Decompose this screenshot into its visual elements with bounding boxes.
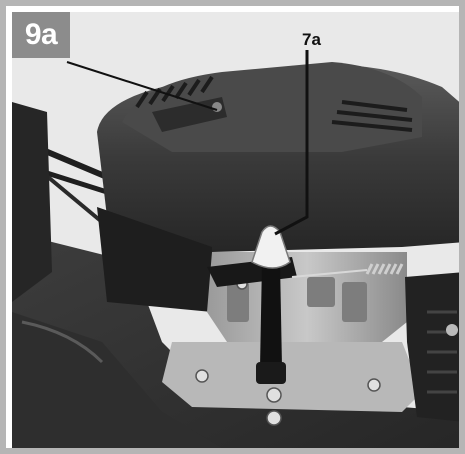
oil-fill-tube bbox=[260, 262, 282, 367]
engine-side-panel bbox=[97, 207, 212, 312]
cover-vents bbox=[135, 75, 413, 132]
figure-label-badge: 9a bbox=[12, 12, 70, 58]
engine-base bbox=[162, 342, 422, 412]
callout-9a-leader bbox=[66, 61, 218, 111]
oil-cap bbox=[251, 225, 291, 269]
engine-photo bbox=[12, 12, 459, 448]
air-filter bbox=[405, 272, 459, 422]
governor-spring bbox=[365, 263, 404, 275]
bolts bbox=[195, 278, 381, 426]
callout-7a-label: 7a bbox=[302, 30, 321, 49]
callout-7a-leader bbox=[274, 50, 309, 236]
